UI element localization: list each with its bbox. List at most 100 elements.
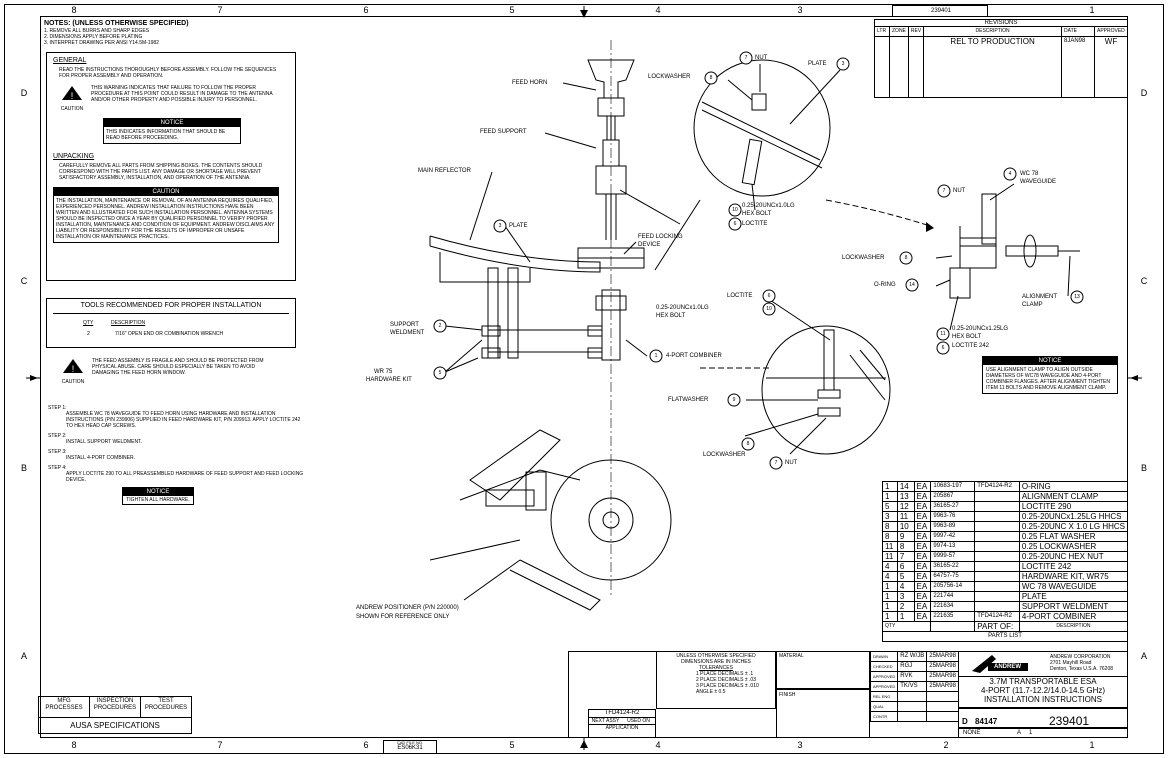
ausa-mfg: MFG PROCESSES [39,697,90,717]
parts-cell: TFD4124-R2 [974,481,1020,492]
step: STEP 1: ASSEMBLE WC 78 WAVEGUIDE TO FEED… [48,405,304,429]
label-plate-detail: PLATE [808,61,827,67]
parts-footer-desc: DESCRIPTION [1018,621,1129,632]
general-panel: GENERAL READ THE INSTRUCTIONS THOROUGHLY… [46,52,296,281]
parts-cell [974,581,1020,592]
parts-cell: EA [913,501,932,512]
zone-label: 7 [217,740,223,750]
scale-sheet-box: NONE A 1 [958,728,1128,738]
ausa-title: AUSA SPECIFICATIONS [70,721,160,730]
alignment-clamp [1005,245,1059,257]
label-lockwasher-right: LOCKWASHER [842,255,885,261]
signature-cell [897,711,928,722]
tolerance-hdr2: DIMENSIONS ARE IN INCHES [681,659,751,665]
label-loctite-b: LOCTITE [727,293,753,299]
parts-footer-blank [930,621,976,632]
label-lockwasher-top: LOCKWASHER [648,74,691,80]
label-align: ALIGNMENT [1022,294,1058,300]
step: STEP 2: INSTALL SUPPORT WELDMENT. [48,433,304,445]
balloon-6: 6 [767,293,771,299]
parts-cell: 221744 [930,591,976,602]
step-title: STEP 4: [48,465,67,471]
notice2-text: TIGHTEN ALL HARDWARE. [126,497,190,503]
balloon-8: 8 [709,75,713,81]
zone-label: 6 [363,740,369,750]
parts-cell: 4 [882,561,898,572]
rev-hdr: ZONE [889,26,909,37]
label-feed-support: FEED SUPPORT [480,129,527,135]
balloon-10: 10 [766,306,772,312]
finish-block: FINISH [776,689,870,738]
zone-label: B [1140,463,1147,473]
parts-cell: 1 [882,481,898,492]
label-wc78-2: WAVEGUIDE [1020,179,1057,185]
tolerance-3: 3 PLACE DECIMALS ± .010 [696,683,759,689]
cad-file-box: CAD FILE NO. ES06K31 [383,740,437,754]
cage-value: 84147 [975,717,998,726]
parts-cell: 205756-14 [930,581,976,592]
parts-cell: 3 [896,591,915,602]
detail-circle-upper [693,59,831,197]
rev-value: A [1017,730,1022,736]
label-hex-bolt-c: 0.25-20UNCx1.25LG [952,326,1009,332]
parts-cell: 11 [882,541,898,552]
signature-cell [926,701,959,712]
signature-cell: APPROVED [869,681,899,692]
parts-cell: 221634 [930,601,976,612]
label-oring: O-RING [874,282,896,288]
tools-col-qty: QTY [83,320,94,326]
unpacking-caution-box: CAUTION THE INSTALLATION, MAINTENANCE OR… [53,187,279,243]
signature-cell: RZ W/JB [897,651,928,662]
label-feed-horn: FEED HORN [512,80,548,86]
balloon-9: 9 [732,397,736,403]
parts-cell: EA [913,551,932,562]
ausa-inspection: INSPECTION PROCEDURES [90,697,141,717]
label-loctite-242: LOCTITE 242 [952,343,990,349]
parts-cell: 8 [896,541,915,552]
dwg-number-box: D 84147 239401 [958,708,1128,728]
signature-cell: 25MAR98 [926,651,959,662]
tools-title: TOOLS RECOMMENDED FOR PROPER INSTALLATIO… [53,301,289,314]
parts-cell [974,491,1020,502]
label-four-port: 4-PORT COMBINER [666,353,722,359]
caution2-label: CAUTION [61,379,85,385]
signature-cell: APPROVED [869,671,899,682]
parts-cell [974,571,1020,582]
drawing-title-2: 4-PORT (11.7-12.2/14.0-14.5 GHz) [980,686,1106,695]
label-nut-bottom: NUT [785,460,798,466]
rev-cell [874,36,890,98]
balloon-3: 3 [841,61,845,67]
zone-label: 7 [217,5,223,15]
parts-cell: 9974-13 [930,541,976,552]
revisions-header-row: LTR ZONE REV DESCRIPTION DATE APPROVED [874,26,1128,37]
zone-label: 6 [363,5,369,15]
steps-block: STEP 1: ASSEMBLE WC 78 WAVEGUIDE TO FEED… [48,405,304,505]
signature-cell: RVK [897,671,928,682]
caution2-block: ! CAUTION THE FEED ASSEMBLY IS FRAGILE A… [54,358,294,385]
parts-cell: 36165-27 [930,501,976,512]
parts-cell: 14 [896,481,915,492]
label-positioner: ANDREW POSITIONER (P/N 220000) [356,605,459,611]
label-main-reflector: MAIN REFLECTOR [418,168,471,174]
parts-cell: EA [913,601,932,612]
caution-label: CAUTION [60,106,84,112]
tolerance-title: TOLERANCES [699,665,733,671]
label-hex-bolt-b: 0.25-20UNCx1.0LG [656,305,709,311]
parts-cell: 221635 [930,611,976,622]
zone-label: 3 [797,740,803,750]
zone-label: 1 [1089,5,1095,15]
unpacking-title: UNPACKING [53,153,95,160]
step-title: STEP 3: [48,449,67,455]
parts-cell: 9963-89 [930,521,976,532]
parts-cell: EA [913,481,932,492]
parts-cell [974,521,1020,532]
label-support-weldment: SUPPORT [390,322,419,328]
label-positioner-2: SHOWN FOR REFERENCE ONLY [356,614,450,620]
zone-label: 8 [71,5,77,15]
step: STEP 3: INSTALL 4-PORT COMBINER. [48,449,304,461]
